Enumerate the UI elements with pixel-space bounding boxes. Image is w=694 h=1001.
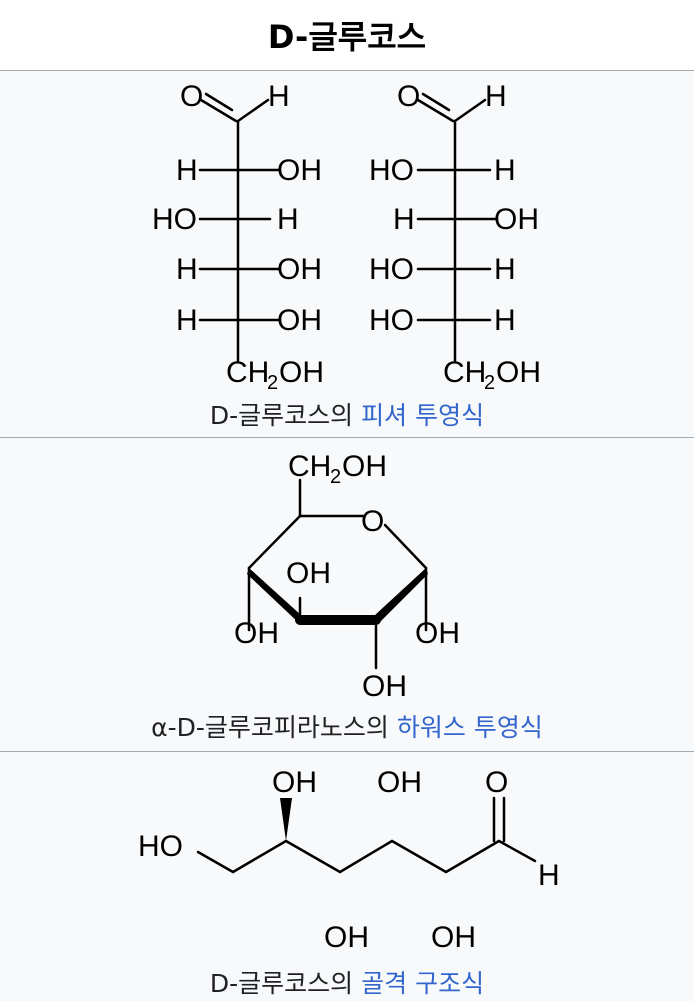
svg-text:O: O — [180, 80, 203, 113]
svg-text:H: H — [538, 859, 560, 892]
d-glucose-skeletal: HO OH OH O H OH OH — [138, 766, 560, 954]
svg-text:HO: HO — [369, 154, 414, 187]
fischer-caption: D-글루코스의 피셔 투영식 — [0, 396, 694, 432]
haworth-section: CH 2 OH O OH OH OH OH α-D-글루코피라노스의 하워스 투… — [0, 438, 694, 752]
svg-text:OH: OH — [431, 921, 476, 954]
svg-text:H: H — [494, 154, 516, 187]
svg-text:H: H — [277, 203, 299, 236]
skeletal-section: HO OH OH O H OH OH D-글루코스의 골격 구조식 — [0, 752, 694, 1001]
svg-text:OH: OH — [377, 766, 422, 799]
svg-text:O: O — [361, 505, 384, 538]
svg-text:OH: OH — [415, 617, 460, 650]
skeletal-caption: D-글루코스의 골격 구조식 — [0, 964, 694, 1000]
svg-text:OH: OH — [277, 154, 322, 187]
skeletal-caption-text: D-글루코스의 — [209, 969, 354, 998]
svg-text:CH: CH — [226, 356, 269, 389]
svg-text:OH: OH — [362, 670, 407, 703]
alpha-d-glucopyranose: CH 2 OH O OH OH OH OH — [234, 450, 460, 703]
svg-text:2: 2 — [330, 466, 341, 488]
svg-text:H: H — [494, 304, 516, 337]
svg-text:HO: HO — [138, 830, 183, 863]
svg-text:H: H — [176, 304, 198, 337]
svg-text:2: 2 — [484, 372, 495, 394]
svg-text:H: H — [176, 154, 198, 187]
svg-text:OH: OH — [279, 356, 324, 389]
svg-text:H: H — [393, 203, 415, 236]
svg-text:H: H — [494, 253, 516, 286]
haworth-projection-diagram: CH 2 OH O OH OH OH OH — [234, 450, 460, 703]
wedge-bond-left — [247, 568, 302, 624]
haworth-caption-text: α-D-글루코피라노스의 — [151, 713, 389, 742]
wedge-bond-right — [374, 568, 428, 624]
svg-text:OH: OH — [272, 766, 317, 799]
svg-text:CH: CH — [288, 450, 331, 483]
svg-text:H: H — [176, 253, 198, 286]
svg-text:H: H — [268, 80, 290, 113]
svg-text:H: H — [485, 80, 507, 113]
skeletal-formula-diagram: HO OH OH O H OH OH — [138, 766, 560, 954]
fischer-projections-diagram: O H H OH HO H H OH H OH CH 2 OH O H HO — [152, 80, 541, 394]
haworth-projection-link[interactable]: 하워스 투영식 — [396, 713, 543, 742]
svg-text:OH: OH — [286, 557, 331, 590]
svg-text:OH: OH — [234, 617, 279, 650]
fischer-caption-text: D-글루코스의 — [209, 401, 354, 430]
fischer-d-glucose: O H H OH HO H H OH H OH CH 2 OH — [152, 80, 324, 394]
svg-text:OH: OH — [324, 921, 369, 954]
fischer-l-glucose: O H HO H H OH HO H HO H CH 2 OH — [369, 80, 541, 394]
svg-text:HO: HO — [369, 253, 414, 286]
svg-text:HO: HO — [152, 203, 197, 236]
svg-text:CH: CH — [443, 356, 486, 389]
svg-text:O: O — [397, 80, 420, 113]
svg-text:HO: HO — [369, 304, 414, 337]
fischer-section: O H H OH HO H H OH H OH CH 2 OH O H HO — [0, 71, 694, 438]
wedge-bond-oh — [280, 798, 292, 841]
skeletal-formula-link[interactable]: 골격 구조식 — [361, 969, 485, 998]
haworth-caption: α-D-글루코피라노스의 하워스 투영식 — [0, 708, 694, 744]
svg-text:OH: OH — [277, 304, 322, 337]
page-title: D-글루코스 — [0, 0, 694, 71]
svg-text:OH: OH — [494, 203, 539, 236]
svg-text:O: O — [485, 766, 508, 799]
svg-text:OH: OH — [277, 253, 322, 286]
fischer-projection-link[interactable]: 피셔 투영식 — [361, 401, 485, 430]
svg-text:OH: OH — [342, 450, 387, 483]
svg-text:2: 2 — [267, 372, 278, 394]
svg-text:OH: OH — [496, 356, 541, 389]
